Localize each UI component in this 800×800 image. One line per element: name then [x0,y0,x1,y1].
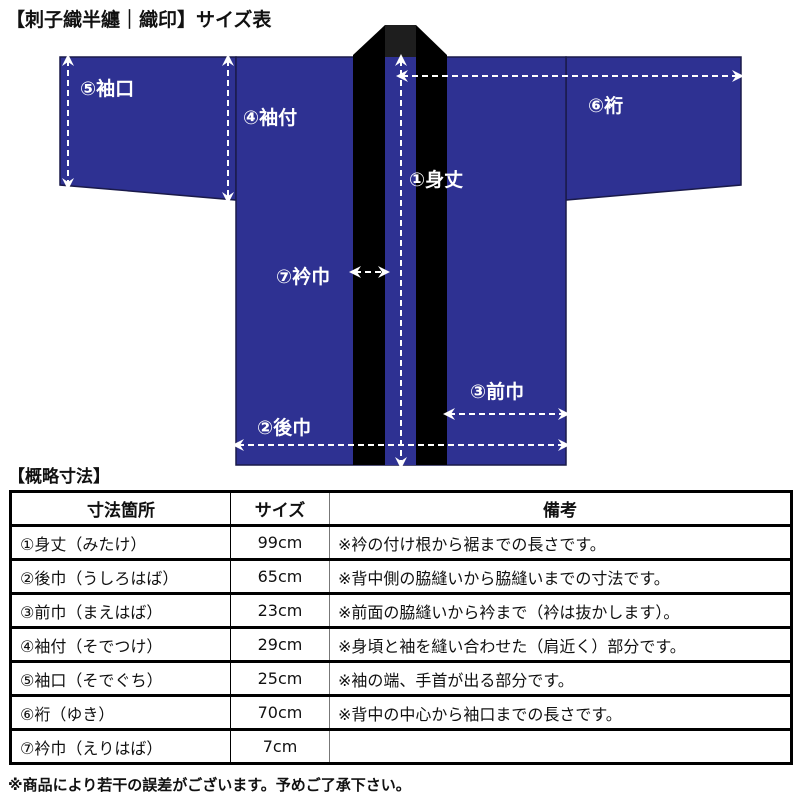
cell-note: ※衿の付け根から裾までの長さです。 [329,525,792,560]
table-row: ⑦衿巾（えりはば） 7cm [10,729,792,764]
label-yuki: ⑥裄 [588,95,624,117]
label-front-width: ③前巾 [470,381,525,403]
cell-note: ※背中側の脇縫いから脇縫いまでの寸法です。 [329,559,792,594]
cell-note: ※身頃と袖を縫い合わせた（肩近く）部分です。 [329,627,792,662]
collar-right [416,25,447,465]
cell-note: ※前面の脇縫いから衿まで（衿は抜かします）。 [329,593,792,628]
table-header-row: 寸法箇所 サイズ 備考 [10,491,792,526]
collar-back-neck [385,25,416,57]
cell-part: ④袖付（そでつけ） [10,627,231,662]
happi-coat-diagram: ⑤袖口 ④袖付 ⑥裄 ①身丈 ⑦衿巾 ③前巾 ②後巾 [59,25,744,469]
cell-note [329,729,792,764]
cell-part: ③前巾（まえはば） [10,593,231,628]
cell-note: ※袖の端、手首が出る部分です。 [329,661,792,696]
footnote: ※商品により若干の誤差がございます。予めご了承下さい。 [8,776,411,794]
cell-note: ※背中の中心から袖口までの長さです。 [329,695,792,730]
label-back-width: ②後巾 [257,417,312,439]
cell-size: 65cm [230,559,330,594]
collar-left [353,25,385,465]
cell-size: 29cm [230,627,330,662]
table-row: ⑥裄（ゆき） 70cm ※背中の中心から袖口までの長さです。 [10,695,792,730]
label-sleeve-attach: ④袖付 [243,107,298,129]
table-row: ①身丈（みたけ） 99cm ※衿の付け根から裾までの長さです。 [10,525,792,560]
page-title: 【刺子織半纏｜織印】サイズ表 [6,9,272,31]
table-row: ⑤袖口（そでぐち） 25cm ※袖の端、手首が出る部分です。 [10,661,792,696]
cell-part: ①身丈（みたけ） [10,525,231,560]
cell-part: ⑤袖口（そでぐち） [10,661,231,696]
header-part: 寸法箇所 [10,491,231,526]
size-table: 寸法箇所 サイズ 備考 ①身丈（みたけ） 99cm ※衿の付け根から裾までの長さ… [9,490,793,765]
right-sleeve [565,56,742,201]
cell-size: 70cm [230,695,330,730]
cell-size: 99cm [230,525,330,560]
label-collar-width: ⑦衿巾 [276,266,331,288]
cell-part: ⑥裄（ゆき） [10,695,231,730]
header-size: サイズ [230,491,330,526]
happi-coat-illustration [59,25,744,469]
header-note: 備考 [329,491,792,526]
section-title: 【概略寸法】 [8,467,110,487]
cell-size: 23cm [230,593,330,628]
cell-part: ②後巾（うしろはば） [10,559,231,594]
label-sleeve-opening: ⑤袖口 [80,78,135,100]
cell-size: 25cm [230,661,330,696]
table-row: ④袖付（そでつけ） 29cm ※身頃と袖を縫い合わせた（肩近く）部分です。 [10,627,792,662]
table-row: ③前巾（まえはば） 23cm ※前面の脇縫いから衿まで（衿は抜かします）。 [10,593,792,628]
label-body-length: ①身丈 [409,169,464,191]
cell-part: ⑦衿巾（えりはば） [10,729,231,764]
cell-size: 7cm [230,729,330,764]
table-row: ②後巾（うしろはば） 65cm ※背中側の脇縫いから脇縫いまでの寸法です。 [10,559,792,594]
